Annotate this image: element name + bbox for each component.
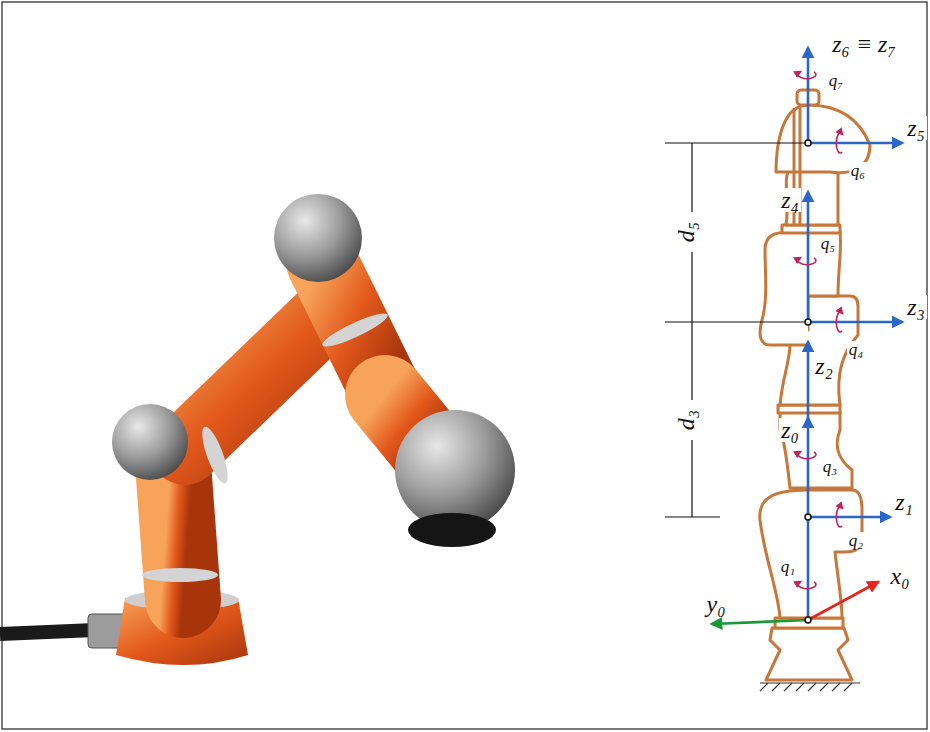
silver-band	[142, 568, 218, 582]
robot-photo	[0, 194, 515, 665]
rotation-symbols	[798, 72, 842, 589]
rotation-arrow	[836, 133, 842, 153]
rotation-arrow	[798, 582, 816, 589]
flange	[408, 513, 496, 547]
axes	[808, 48, 902, 620]
robot-outline	[760, 90, 870, 680]
hatch	[760, 683, 852, 691]
axis-label: z₄	[779, 188, 801, 212]
axis-label: x₀	[889, 564, 912, 588]
rotation-arrow	[798, 72, 816, 79]
joint-point	[805, 514, 811, 520]
silver-band	[197, 424, 233, 486]
elbow-cap	[274, 194, 362, 282]
axis-label: q₆	[849, 162, 867, 179]
axis-label: q₁	[779, 558, 797, 575]
axis-label: q₅	[819, 235, 837, 252]
axis-arrow	[807, 192, 810, 322]
axis-label: y₀	[705, 592, 728, 616]
wrist-sphere	[395, 410, 515, 530]
dimension-line	[691, 143, 692, 212]
axis-label: q₄	[847, 341, 865, 358]
dimension-line	[691, 252, 692, 322]
ground-line	[760, 682, 860, 683]
dimension-line	[691, 440, 692, 517]
dimension-line	[691, 322, 692, 400]
axis-arrow	[808, 516, 890, 519]
ground-hatch	[760, 683, 860, 691]
rotation-arrow	[798, 258, 816, 265]
axis-label: q₂	[847, 532, 865, 549]
y-axis-arrow	[712, 620, 808, 624]
link-outline	[780, 412, 852, 488]
base-outline	[766, 628, 852, 680]
shoulder-cap	[112, 404, 188, 480]
axis-arrow	[808, 321, 902, 324]
axis-label: q₇	[827, 72, 845, 89]
axis-label: q₃	[821, 458, 839, 475]
axis-label: z₂	[813, 354, 835, 378]
joint-points	[805, 140, 811, 623]
dimension-label: d₅	[674, 220, 698, 244]
cable	[0, 630, 95, 634]
dimension-label: d₃	[674, 408, 698, 432]
dimension-lines	[665, 143, 808, 517]
x-axis-arrow	[808, 582, 878, 620]
extension-line	[665, 142, 808, 143]
rotation-arrow	[836, 312, 842, 332]
axis-label: z₅	[905, 116, 927, 140]
axis-line	[807, 520, 810, 620]
joint-point	[805, 140, 811, 146]
link-outline	[760, 232, 840, 345]
silver-band	[319, 308, 390, 351]
axis-arrow	[808, 142, 902, 145]
rotation-arrow	[836, 507, 842, 527]
joint-point	[805, 319, 811, 325]
axis-label: z₁	[893, 490, 915, 514]
axis-label: z₆ ≡ z₇	[830, 32, 898, 56]
joint-point	[805, 617, 811, 623]
extension-line	[665, 321, 808, 322]
axis-arrow	[807, 342, 810, 420]
axis-label: z₃	[905, 295, 927, 319]
axis-label: z₀	[779, 418, 801, 442]
axis-arrow	[807, 418, 810, 517]
axis-arrow	[807, 48, 810, 143]
rotation-arrow	[798, 452, 816, 459]
